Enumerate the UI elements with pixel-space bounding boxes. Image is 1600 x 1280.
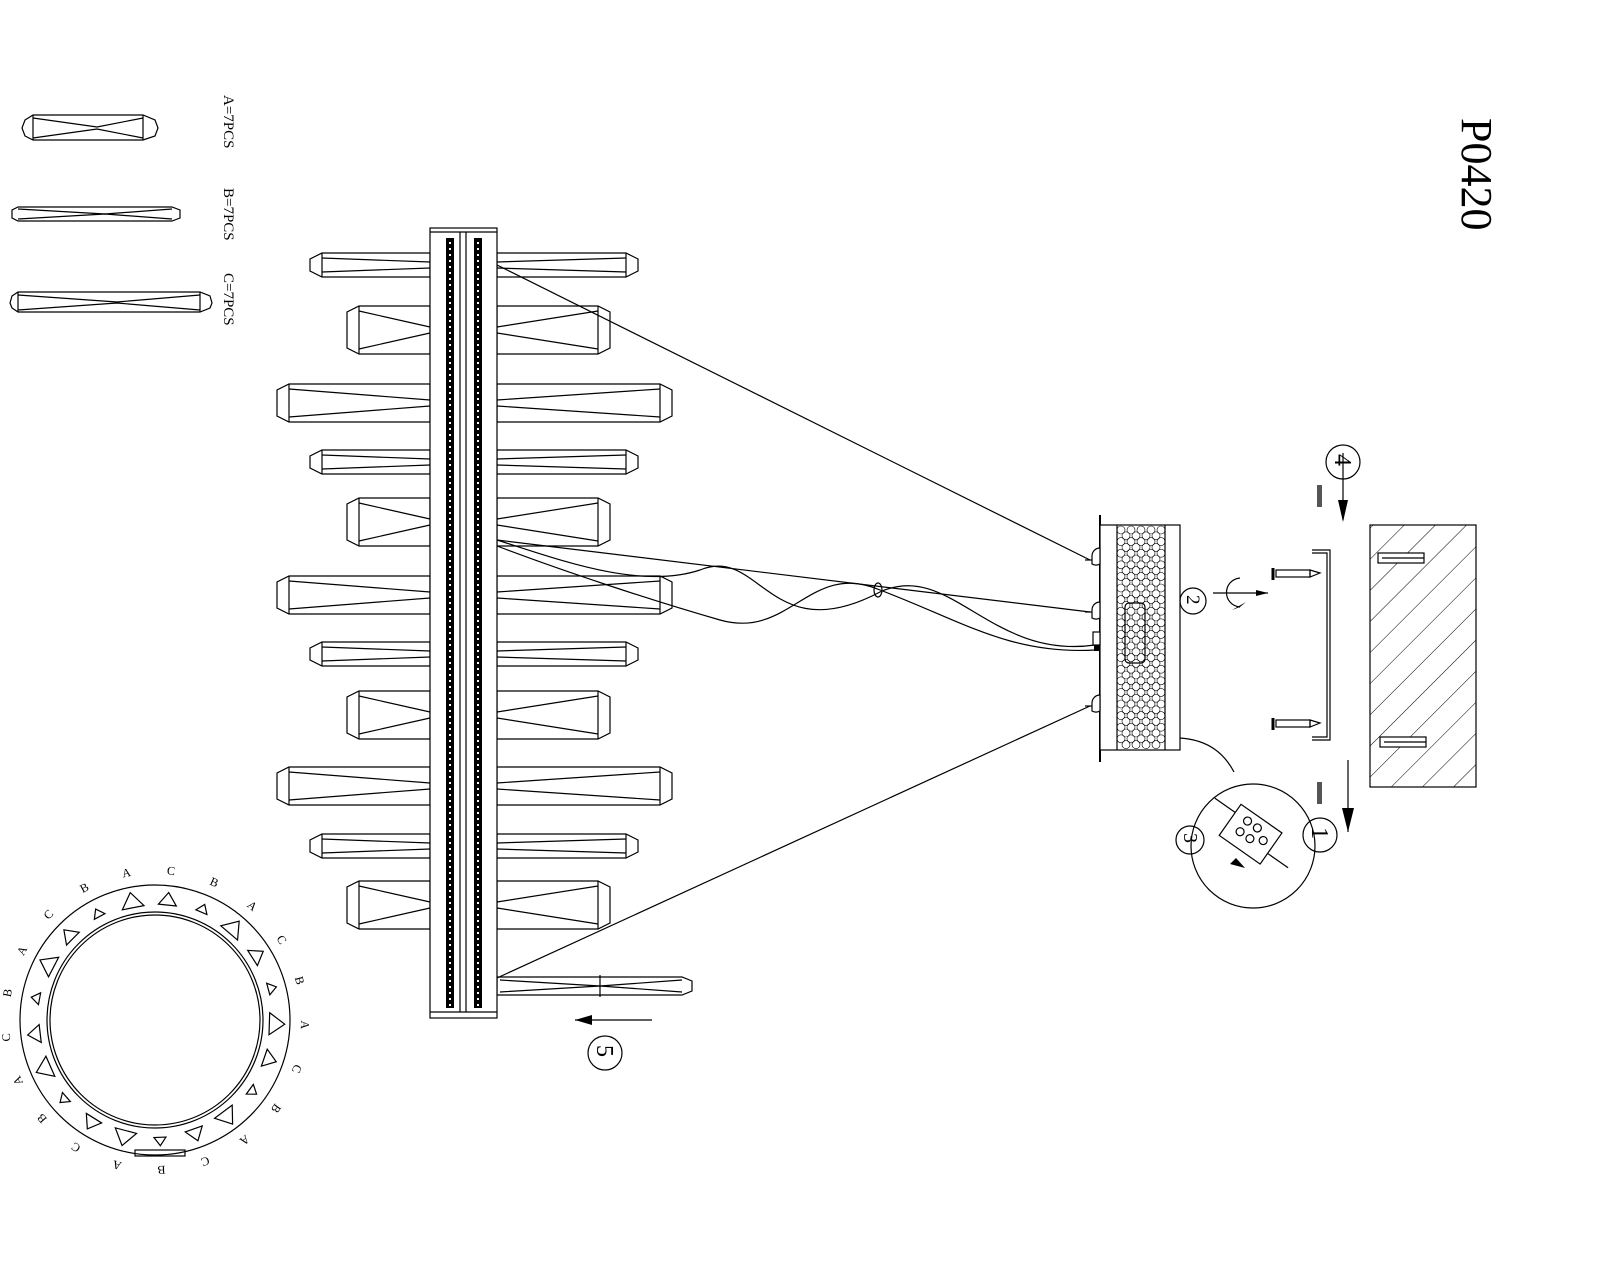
crystal-c [276,766,673,806]
ring-label: C [289,1063,305,1075]
ring-label: C [166,863,175,878]
ring-label: A [237,1132,253,1149]
crystal-arms [276,252,693,997]
ring-label: B [34,1111,50,1126]
model-title: P0420 [1452,118,1501,230]
ring-label: A [14,943,31,957]
ring-crystal-marker [268,1011,286,1036]
ring-label: C [199,1153,211,1169]
ring-crystal-marker [213,1103,234,1125]
svg-text:3: 3 [1179,833,1201,843]
svg-text:4: 4 [1329,454,1355,466]
ring-crystal-marker [85,1112,103,1130]
crystal-a [346,305,611,355]
ring-crystal-marker [26,1023,42,1044]
ring-label: C [41,907,57,923]
screw-icon [1317,485,1322,507]
screw-icon [1271,568,1322,580]
crystal-b [309,449,639,475]
ring-label: B [268,1101,284,1116]
wire-grip-1 [1085,547,1101,566]
suspension-wires [496,264,1096,979]
legend-label-c: C=7PCS [220,273,236,326]
legend: A=7PCS B=7PCS C=7PCS [9,95,236,326]
ring-label: A [111,1157,123,1173]
ring-label: A [10,1074,26,1088]
step-4: 4 [1325,444,1361,480]
wire-grip-3 [1085,694,1101,713]
ring-crystal-marker [59,1091,72,1104]
ceiling-wall [1369,524,1477,788]
step-1: 1 [1302,817,1338,853]
svg-text:1: 1 [1306,827,1332,839]
crystal-a [346,497,611,547]
ring-label: B [0,988,15,998]
ring-label: A [121,865,133,880]
legend-crystal-a [21,114,159,141]
wall-anchor [1377,552,1425,564]
ring-crystal-marker [183,1124,204,1142]
ring-crystal-marker [152,1136,168,1147]
screw-icon [1271,718,1322,730]
crystal-c [276,383,673,423]
svg-text:2: 2 [1182,595,1203,605]
ring-label: C [274,932,290,946]
ring-label: B [208,874,221,890]
legend-crystal-c [9,291,213,313]
ring-label: A [298,1020,312,1029]
canopy [1085,515,1235,773]
chandelier-bar [429,227,498,1019]
wire-grip-2 [1085,601,1101,620]
legend-crystal-b [11,206,181,222]
ring-crystal-marker [157,891,178,907]
ring-crystal-marker [114,1126,138,1147]
ring-label: A [244,898,260,914]
step-5: 5 [587,1035,623,1071]
arrow-down-icon [1338,500,1348,522]
ring-crystal-marker [219,920,240,942]
ring-label: B [157,1163,166,1177]
ring-crystal-marker [121,891,146,911]
ring-label: B [292,975,308,986]
rotate-arrow-icon [1213,577,1268,610]
crystal-arrangement-ring: A C B A C B A C B A C B A C B A C B A C B [0,863,312,1177]
ring-crystal-marker [194,903,208,916]
arrow-down-icon [1342,808,1354,832]
ring-crystal-marker [260,1047,278,1068]
ring-crystal-marker [30,991,42,1006]
ring-crystal-marker [245,1083,258,1095]
ring-crystal-marker [93,908,107,921]
ring-crystal-marker [39,956,60,979]
legend-label-b: B=7PCS [220,188,236,241]
step-2: 2 [1179,587,1207,615]
screw-icon [1317,782,1322,804]
wall-anchor [1379,736,1427,748]
wiring-detail [1190,783,1316,909]
ring-crystal-marker [63,929,81,947]
ring-crystal-marker [265,982,278,997]
arrow-left-icon [575,1015,592,1025]
mounting-bracket [1312,549,1331,741]
svg-text:5: 5 [591,1045,617,1057]
ring-crystal-marker [35,1054,56,1078]
legend-label-a: A=7PCS [220,95,236,148]
ring-crystal-marker [246,949,265,967]
ring-label: C [69,1139,83,1155]
step-3: 3 [1175,825,1205,855]
crystal-b-loose [496,975,693,997]
ring-label: B [77,880,91,896]
ring-label: C [0,1033,13,1043]
